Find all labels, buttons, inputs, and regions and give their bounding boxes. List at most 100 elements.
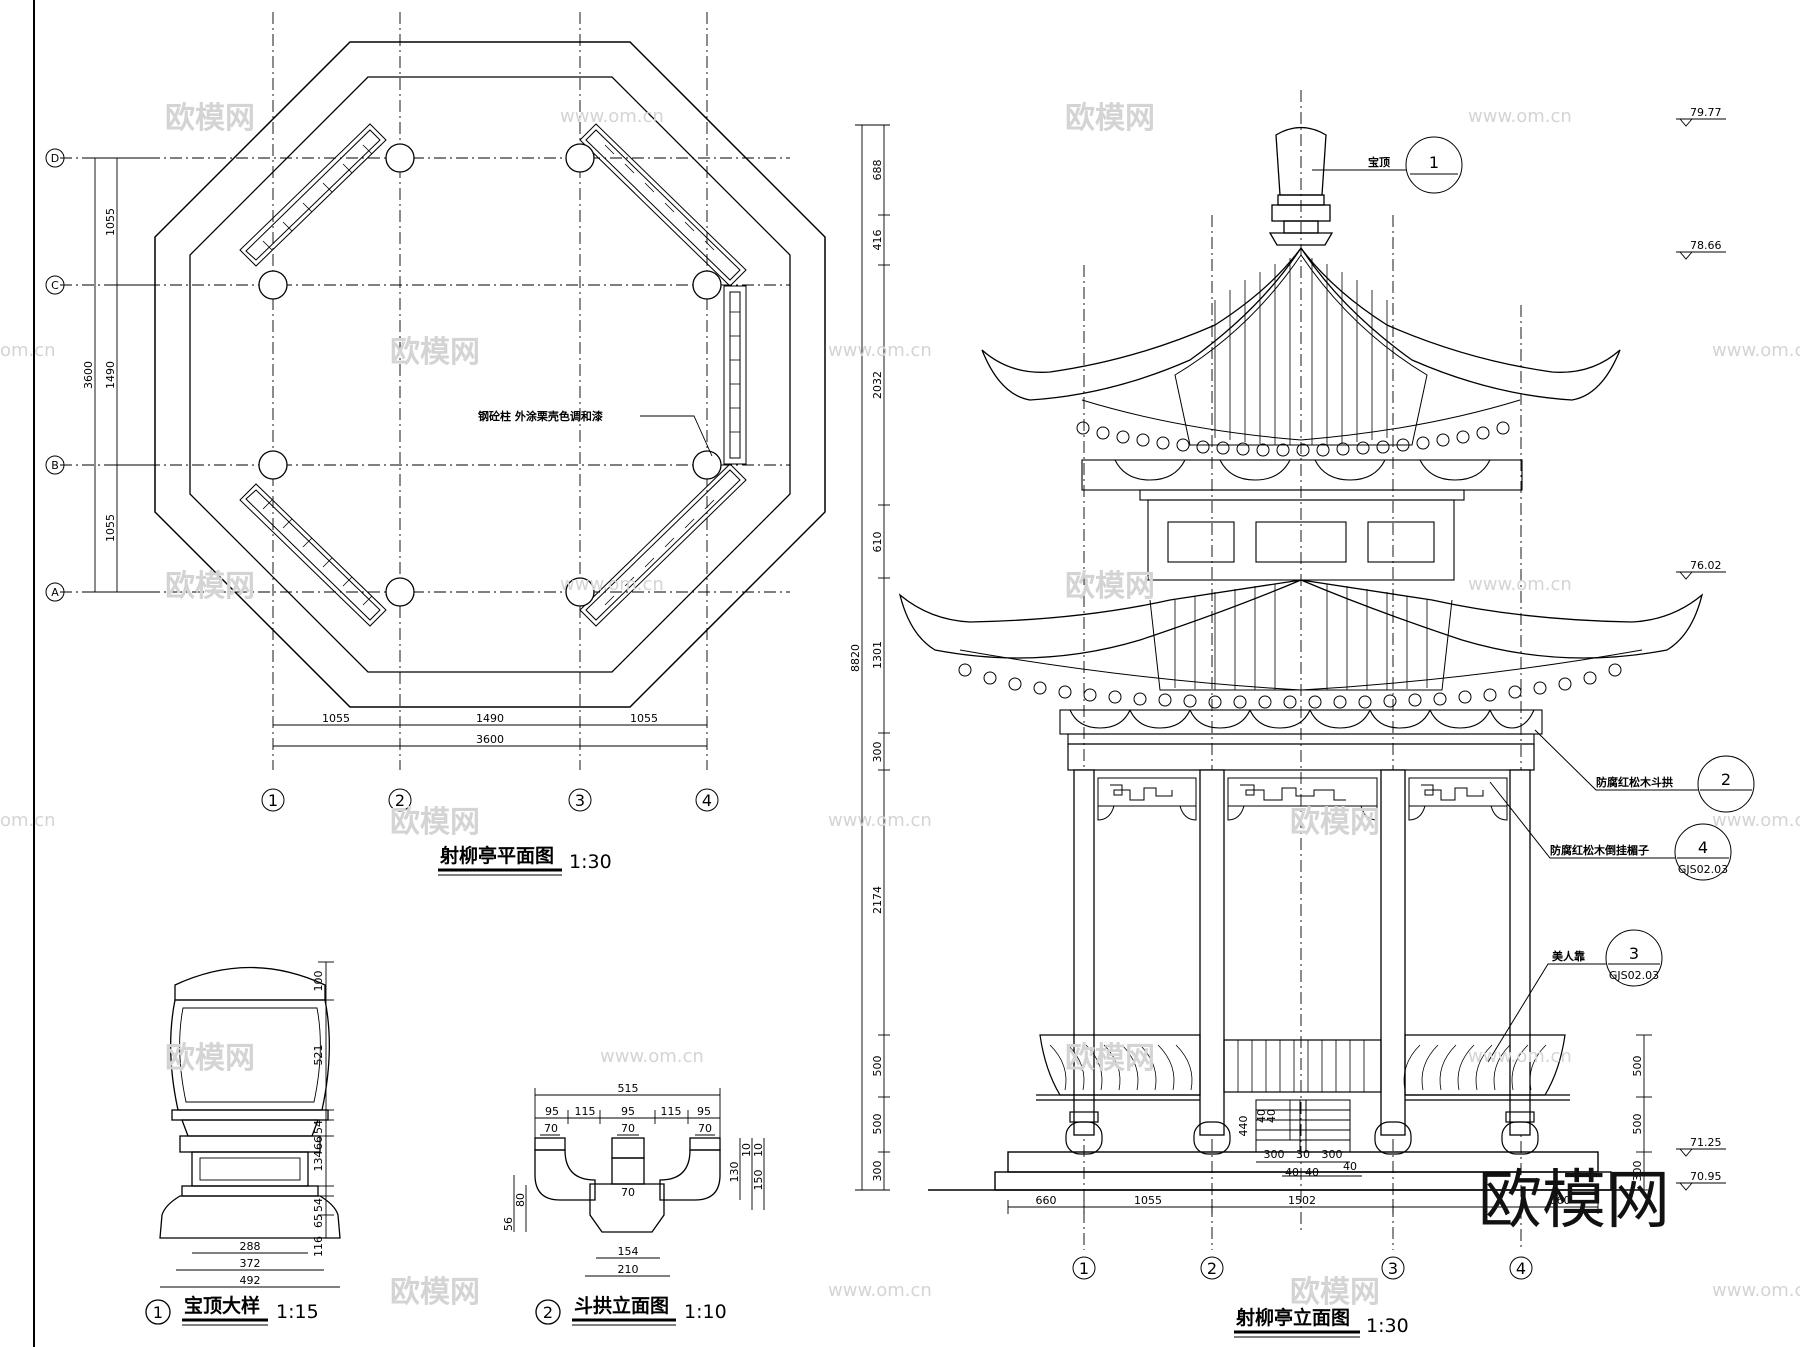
watermarks: 欧模网 www.om.cn 欧模网 www.om.cn om.cn 欧模网 ww… xyxy=(0,101,1800,1310)
finial-drum xyxy=(191,1151,309,1187)
watermark-url-11: www.om.cn xyxy=(600,1046,704,1067)
elevation-dim-bottom-1: 660 xyxy=(1036,1194,1057,1207)
bracket-dim-right-1: 130 xyxy=(728,1162,741,1183)
finial-base xyxy=(159,1195,341,1239)
elevation-axis-2: 2 xyxy=(1207,1259,1217,1278)
elevation-grid xyxy=(1083,90,1522,1250)
watermark-3: 欧模网 xyxy=(390,335,480,370)
callout-num-bench: 3 xyxy=(1629,944,1639,963)
bracket-title: 斗拱立面图 xyxy=(574,1294,669,1317)
watermark-url-14: www.om.cn xyxy=(1712,1280,1800,1301)
callout-label-bracket: 防腐红松木斗拱 xyxy=(1596,775,1673,789)
bracket-left-dimensions xyxy=(513,1175,527,1232)
watermark-5: 欧模网 xyxy=(1065,569,1155,604)
watermark-url-7: www.om.cn xyxy=(1468,574,1572,595)
watermark-url-12: www.om.cn xyxy=(1468,1046,1572,1067)
finial-dim-right-5: 134 xyxy=(312,1151,325,1172)
bracket-dim-row1-1: 95 xyxy=(545,1105,559,1118)
elevation-axis-3: 3 xyxy=(1388,1259,1398,1278)
callout-ref-bench: GJS02.03 xyxy=(1609,969,1659,982)
plan-left-dimensions xyxy=(88,157,160,593)
bracket-cup-right xyxy=(689,1137,721,1151)
elevation-dim-left-5: 1301 xyxy=(871,641,884,669)
elevation-steps xyxy=(1255,1099,1351,1153)
bracket-arm-right xyxy=(659,1149,721,1201)
finial-detail: 100 521 54 66 134 54 65 116 288 372 492 … xyxy=(145,961,341,1326)
watermark-8: 欧模网 xyxy=(165,1041,255,1076)
plan-columns xyxy=(258,143,722,607)
finial-band-1 xyxy=(171,1109,329,1121)
plan-dim-left-total: 3600 xyxy=(82,361,95,389)
plan-axis-2: 2 xyxy=(395,791,405,810)
finial-bottom-dimensions xyxy=(160,1252,340,1288)
plan-bottom-dimensions xyxy=(273,724,707,747)
platform-inner-octagon xyxy=(189,76,791,673)
elevation-dim-left-9: 500 xyxy=(871,1114,884,1135)
finial-marker: 1 xyxy=(153,1303,163,1322)
callout-num-lattice: 4 xyxy=(1698,838,1708,857)
elevation-stair-dim-4: 40 xyxy=(1285,1166,1299,1179)
plan-dim-bottom-total: 3600 xyxy=(476,733,504,746)
bracket-dim-row2-2: 70 xyxy=(621,1122,635,1135)
elevation-stair-dim-5: 40 xyxy=(1305,1166,1319,1179)
elevation-dim-left-total: 8820 xyxy=(849,644,862,672)
watermark-url-9: www.om.cn xyxy=(828,810,932,831)
watermark-11: 欧模网 xyxy=(1290,1275,1380,1310)
bracket-dim-row1-3: 95 xyxy=(621,1105,635,1118)
bracket-dim-row1-4: 115 xyxy=(661,1105,682,1118)
elevation-dim-right-3: 300 xyxy=(1631,1161,1644,1182)
elevation-fret-lattice xyxy=(1097,777,1508,821)
plan-title: 射柳亭平面图 xyxy=(439,844,554,867)
plan-axis-A: A xyxy=(51,586,59,599)
plan-axis-numbers xyxy=(261,788,719,812)
bracket-scale: 1:10 xyxy=(684,1301,727,1323)
finial-dim-right-3: 54 xyxy=(312,1120,325,1134)
plan-axis-1: 1 xyxy=(268,791,278,810)
finial-band-2 xyxy=(179,1135,321,1153)
bracket-dim-center: 70 xyxy=(621,1186,635,1199)
finial-right-dimensions xyxy=(318,961,334,1239)
elevation-columns xyxy=(1073,769,1531,1136)
watermark-url-3: om.cn xyxy=(0,340,56,361)
finial-dim-bottom-3: 492 xyxy=(240,1274,261,1287)
finial-body-inner xyxy=(179,1007,321,1103)
watermark-url-6: www.om.cn xyxy=(560,574,664,595)
elevation-dim-bottom-2: 1055 xyxy=(1134,1194,1162,1207)
watermark-url-10: www.om.cn xyxy=(1712,810,1800,831)
plan-dim-left-3: 1055 xyxy=(104,514,117,542)
elevation-bottom-dimensions xyxy=(1007,1200,1599,1214)
bracket-marker-circle xyxy=(535,1299,561,1325)
callout-num-bracket: 2 xyxy=(1721,770,1731,789)
bracket-cup-center xyxy=(611,1137,645,1159)
plan-axis-C: C xyxy=(51,279,59,292)
callout-ref-lattice: GJS02.03 xyxy=(1678,863,1728,876)
elevation-platform xyxy=(928,1151,1640,1191)
plan-scale: 1:30 xyxy=(569,851,612,873)
elevation-dim-left-4: 610 xyxy=(871,532,884,553)
bracket-dim-row2-1: 70 xyxy=(544,1122,558,1135)
watermark-6: 欧模网 xyxy=(390,805,480,840)
plan-axis-D: D xyxy=(51,152,59,165)
bracket-dim-row2-3: 70 xyxy=(698,1122,712,1135)
bracket-seat xyxy=(589,1183,665,1233)
finial-dim-bottom-2: 372 xyxy=(240,1257,261,1270)
bracket-dim-right-4: 150 xyxy=(752,1170,765,1191)
elevation-stair-dim-9: 40 xyxy=(1265,1109,1278,1123)
elevation-view: 688 416 2032 610 1301 300 2174 500 500 3… xyxy=(849,90,1755,1338)
plan-axis-4: 4 xyxy=(702,791,712,810)
plan-dim-bottom-2: 1490 xyxy=(476,712,504,725)
elevation-benches xyxy=(1036,1034,1570,1101)
finial-marker-circle xyxy=(145,1299,171,1325)
elevation-title: 射柳亭立面图 xyxy=(1235,1306,1350,1329)
bracket-top-dimensions xyxy=(534,1088,721,1138)
plan-axis-letters xyxy=(45,148,65,602)
elevation-upper-brackets xyxy=(1081,459,1523,501)
finial-band-3 xyxy=(181,1185,319,1197)
elevation-upper-roof-ribs xyxy=(1214,258,1388,445)
bracket-detail: 515 95 115 95 115 95 70 70 70 70 130 10 … xyxy=(502,1082,765,1326)
elevation-stair-dim-2: 30 xyxy=(1296,1148,1310,1161)
elevation-upper-roof-tiles xyxy=(1076,421,1510,457)
elevation-level-markers xyxy=(1676,118,1726,1191)
brand-watermark: 欧模网 xyxy=(1478,1164,1670,1238)
plan-grid xyxy=(60,12,790,770)
